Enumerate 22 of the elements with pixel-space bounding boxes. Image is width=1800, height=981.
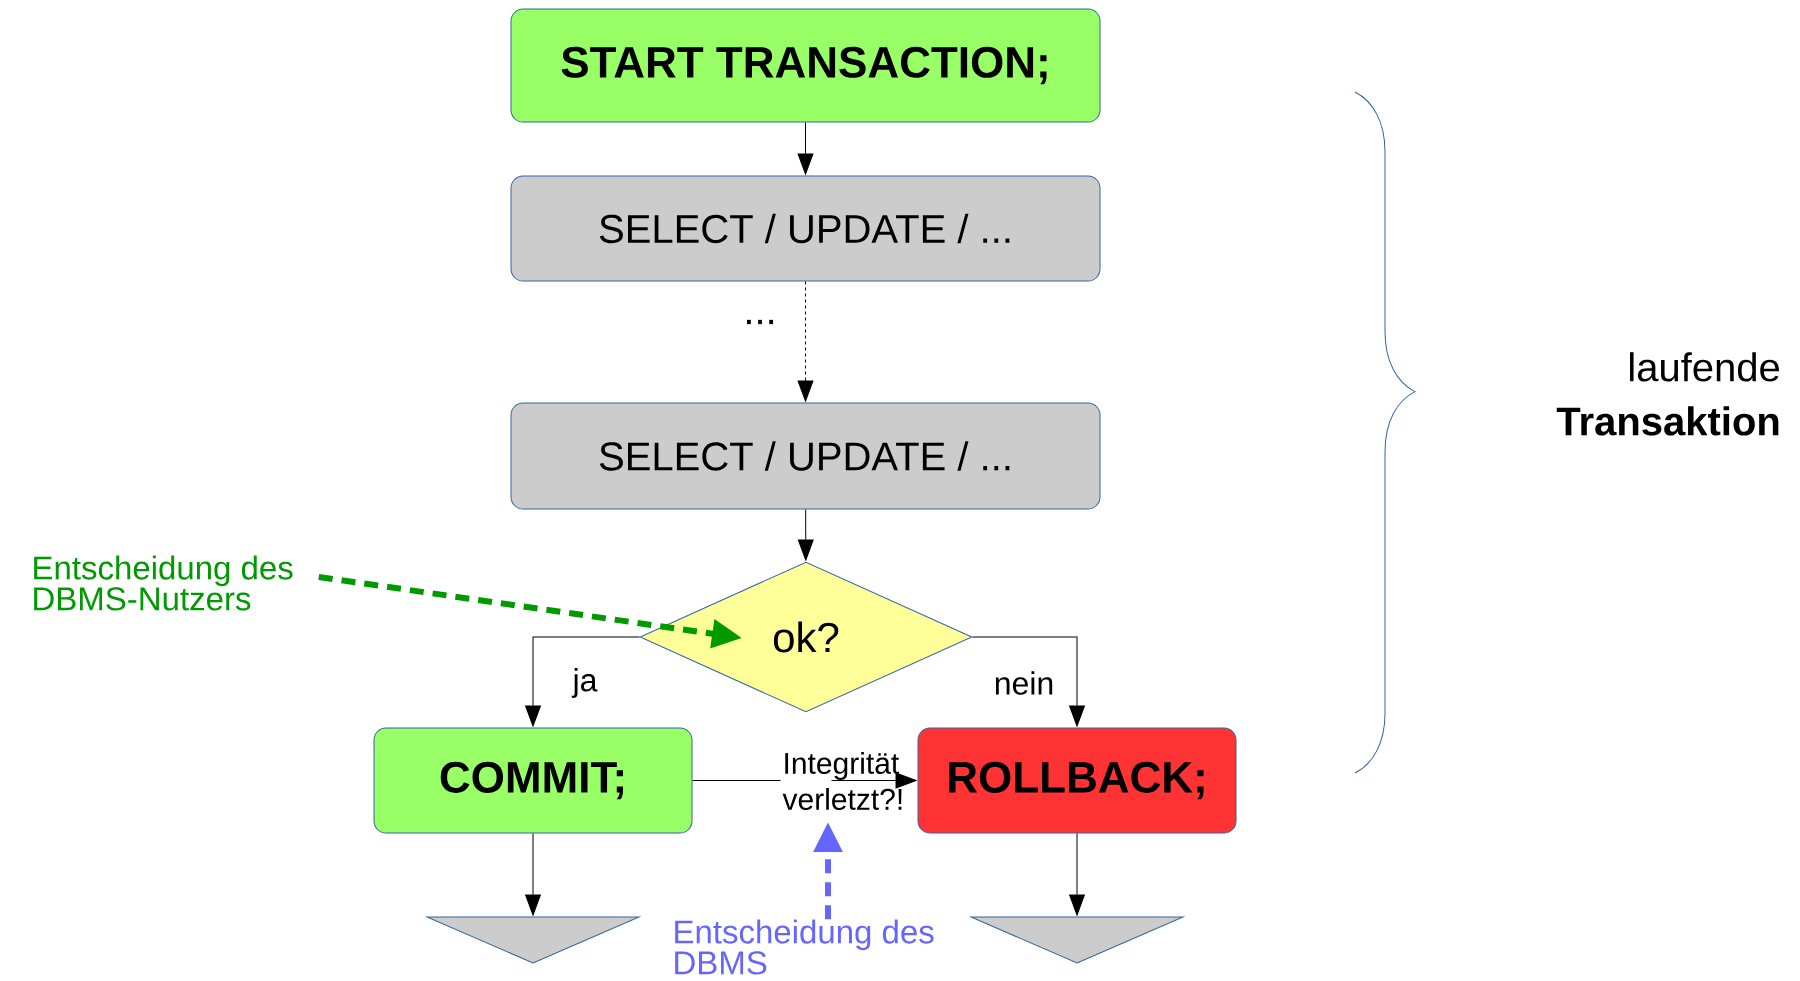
arrow [797,122,814,175]
arrow [1069,833,1085,916]
arrow [972,636,1085,727]
arrow [692,772,917,789]
end-triangle [426,916,640,964]
arrow [525,636,640,727]
annotation-text: Entscheidung des DBMS-Nutzers [34,555,293,611]
statement-box: SELECT / UPDATE / ... [510,175,1101,282]
brace-label: laufende Transaktion [1556,352,1779,436]
end-triangle [970,916,1184,964]
edge-label: ja [571,668,598,698]
rollback-box: ROLLBACK; [917,727,1237,834]
statement-box: SELECT / UPDATE / ... [510,402,1101,510]
edge-label: ... [747,319,774,325]
arrow [525,833,541,916]
edge-label: Integrität verletzt?! [782,752,902,810]
arrow [797,281,814,402]
edge-label: nein [995,671,1053,695]
annotation-text: Entscheidung des DBMS [675,919,934,975]
statement-box: START TRANSACTION; [510,8,1101,123]
arrow [797,509,814,561]
commit-box: COMMIT; [373,727,693,834]
